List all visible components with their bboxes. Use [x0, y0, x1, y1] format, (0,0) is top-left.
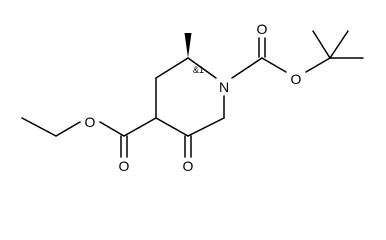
ring-bond [155, 117, 189, 137]
tbutyl-methyl-bond [329, 30, 349, 59]
chemical-structure-diagram: N O O O O O &1 [21, 21, 364, 174]
ester-single-bond [99, 121, 125, 137]
ethyl-bond [55, 121, 81, 137]
ring-ester-bond [123, 117, 157, 137]
stereo-wedge-bond [184, 33, 192, 58]
ring-bond [187, 117, 225, 137]
carbamate-ester-oxygen-label: O [291, 71, 302, 87]
carbamate-single-bond [261, 57, 287, 73]
ring-bond [187, 57, 217, 79]
ring-bond [155, 57, 189, 79]
ester-ethyl-oxygen-label: O [85, 114, 96, 130]
ester-carbonyl-oxygen-label: O [119, 158, 130, 174]
n-carbamate-bond [231, 57, 263, 79]
ethyl-bond [21, 117, 57, 137]
stereo-annotation-label: &1 [193, 65, 204, 75]
tbutyl-bond [305, 57, 331, 73]
ketone-oxygen-label: O [183, 158, 194, 174]
ring-nitrogen-label: N [219, 79, 229, 95]
tbutyl-methyl-bond [312, 30, 331, 59]
carbamate-carbonyl-oxygen-label: O [257, 21, 268, 37]
